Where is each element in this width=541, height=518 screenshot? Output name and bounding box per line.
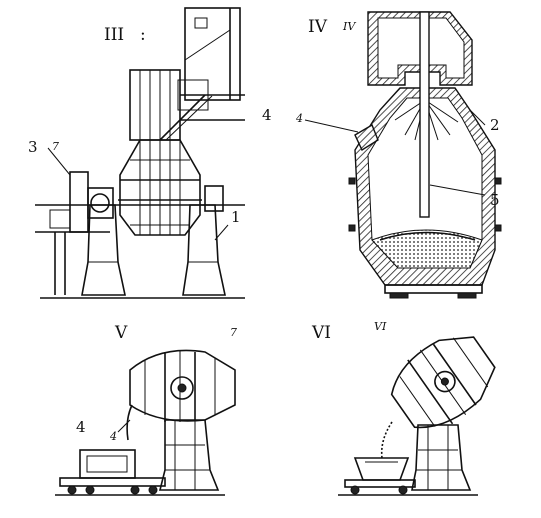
- panel-vi: VI VI: [311, 320, 496, 496]
- callout-3: 3: [28, 138, 38, 156]
- support-columns: [40, 204, 245, 299]
- callout-4-v: 4: [76, 418, 86, 436]
- converter-cross-section: [348, 11, 502, 299]
- converter-vessel-tilted: [126, 349, 236, 441]
- callout-4-top: 4: [262, 106, 272, 124]
- charging-hopper: [129, 7, 245, 141]
- oxygen-lance: [419, 11, 430, 218]
- converter-vessel-upright: [118, 139, 202, 236]
- support-column-vi: [411, 424, 472, 491]
- callout-7-iii: 7: [52, 140, 59, 153]
- panel-vi-label: VI: [311, 323, 331, 343]
- slag-car-vi: [344, 457, 416, 495]
- support-column-v: [158, 419, 220, 491]
- converter-vessel-pouring: [390, 336, 496, 429]
- panel-v-mark: 7: [230, 326, 237, 339]
- callout-2: 2: [490, 116, 500, 134]
- callout-4-v-small: 4: [109, 430, 117, 443]
- panel-v-label: V: [114, 323, 128, 343]
- callout-5: 5: [490, 191, 500, 209]
- panel-vi-mark: VI: [374, 320, 387, 333]
- panel-iv-mark: IV: [342, 20, 356, 33]
- panel-iii-label: III: [104, 25, 124, 45]
- panel-v: V 7: [55, 323, 237, 496]
- panel-iv-label: IV: [308, 17, 328, 37]
- callout-4-iv: 4: [295, 112, 303, 125]
- panel-iii: III :: [28, 7, 272, 299]
- ladle-car-v: [59, 449, 166, 495]
- callout-1: 1: [231, 208, 241, 226]
- panel-iii-mark: :: [140, 25, 146, 45]
- panel-iv: IV IV: [295, 11, 502, 299]
